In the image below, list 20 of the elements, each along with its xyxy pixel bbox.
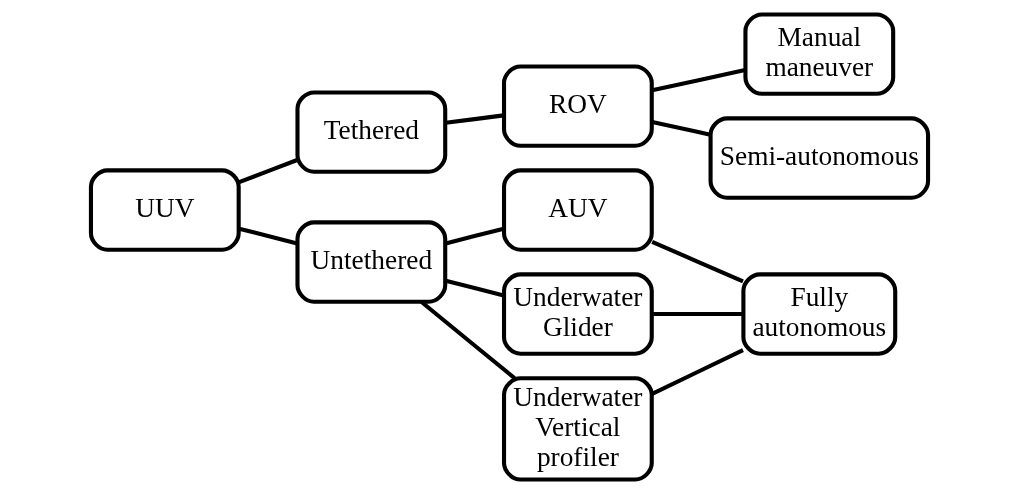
connector bbox=[444, 226, 504, 245]
connector bbox=[650, 239, 744, 283]
node-box: Semi-autonomous bbox=[708, 115, 930, 200]
node-box: ROV bbox=[501, 63, 654, 148]
connector bbox=[444, 112, 504, 125]
connector bbox=[651, 119, 711, 137]
node-box: AUV bbox=[501, 167, 654, 252]
node-box: Untethered bbox=[294, 219, 447, 304]
node-box: Manual maneuver bbox=[742, 11, 895, 96]
connector bbox=[238, 226, 298, 245]
connector bbox=[651, 67, 745, 92]
node-box: UUV bbox=[88, 167, 241, 252]
connector bbox=[444, 278, 504, 297]
connector bbox=[237, 157, 298, 184]
node-box: Fully autonomous bbox=[740, 271, 897, 356]
connector bbox=[650, 347, 744, 396]
node-box: Tethered bbox=[294, 89, 447, 174]
node-box: Underwater Vertical profiler bbox=[501, 375, 654, 482]
node-box: Underwater Glider bbox=[501, 271, 654, 356]
connector bbox=[651, 311, 743, 316]
